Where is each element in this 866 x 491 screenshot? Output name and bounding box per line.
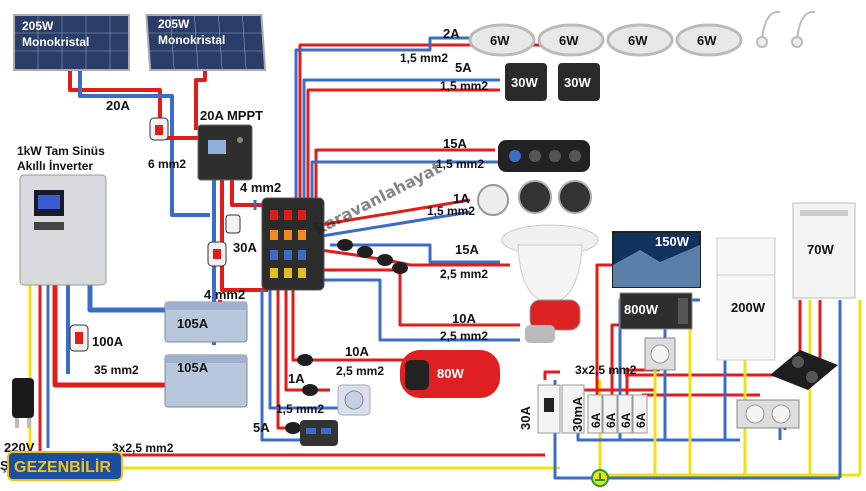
microwave bbox=[619, 292, 693, 330]
inverter-label-line2: Akıllı İnverter bbox=[17, 158, 93, 173]
boiler bbox=[792, 202, 856, 299]
solar-panel-2 bbox=[145, 14, 267, 71]
spot-3-label: 6W bbox=[628, 33, 648, 48]
spot-1-label: 6W bbox=[490, 33, 510, 48]
spot-4-label: 6W bbox=[697, 33, 717, 48]
solar-panel-1 bbox=[13, 14, 130, 71]
spot-2-label: 6W bbox=[559, 33, 579, 48]
batt-wire-label: 4 mm2 bbox=[204, 287, 245, 302]
microwave-label: 800W bbox=[624, 302, 659, 317]
usb-switch-panel bbox=[498, 140, 590, 172]
ac-branch-wire-label: 3x2,5 mm2 bbox=[575, 363, 637, 377]
toilet bbox=[501, 224, 599, 301]
outlet-single bbox=[644, 337, 676, 371]
mcb-1-label: 6A bbox=[589, 412, 603, 428]
flood-2-label: 30W bbox=[564, 75, 591, 90]
panel-2-label-line1: 205W bbox=[158, 17, 190, 31]
inline-fuse-mppt bbox=[225, 214, 241, 234]
usb-socket-current: 5A bbox=[253, 420, 270, 435]
mcb-group bbox=[587, 394, 648, 434]
heater-current: 10A bbox=[345, 344, 369, 359]
brand-logo-text: GEZENBİLİR bbox=[14, 458, 111, 476]
heater-wire: 2,5 mm2 bbox=[336, 364, 384, 378]
fridge-label: 200W bbox=[731, 300, 766, 315]
usb-panel-wire: 1,5 mm2 bbox=[436, 157, 484, 171]
inverter bbox=[19, 174, 107, 286]
usb-socket bbox=[300, 420, 338, 446]
mcb-4-label: 6A bbox=[634, 412, 648, 428]
rcd bbox=[561, 384, 585, 434]
pump-wire: 2,5 mm2 bbox=[440, 329, 488, 343]
cooktop bbox=[770, 350, 838, 390]
inv-fuse-label: 100A bbox=[92, 334, 124, 349]
fan-wire: 1,5 mm2 bbox=[276, 402, 324, 416]
battery-2 bbox=[164, 354, 248, 408]
panel-1-label-line2: Monokristal bbox=[22, 35, 89, 49]
flood-lights bbox=[505, 63, 600, 101]
brand-logo bbox=[7, 451, 123, 481]
mcb-3-label: 6A bbox=[619, 412, 633, 428]
fan-current: 1A bbox=[288, 371, 305, 386]
panel-1-label-line1: 205W bbox=[22, 19, 54, 33]
fan bbox=[337, 384, 371, 416]
spot-lights bbox=[468, 23, 743, 57]
boiler-label: 70W bbox=[807, 242, 834, 257]
outlet-double bbox=[736, 399, 800, 429]
breaker-30a-label: 30A bbox=[518, 406, 533, 430]
floods-current: 5A bbox=[455, 60, 472, 75]
wire-connectors bbox=[285, 239, 408, 434]
gauges-current: 1A bbox=[453, 191, 470, 206]
lights-current: 2A bbox=[443, 26, 460, 41]
inline-fuse-panel bbox=[149, 117, 169, 141]
rcd-label: 30mA bbox=[570, 396, 585, 432]
lights-wire: 1,5 mm2 bbox=[400, 51, 448, 65]
fridge bbox=[716, 237, 776, 361]
mcb-2-label: 6A bbox=[604, 412, 618, 428]
battery-1 bbox=[164, 301, 248, 343]
tv-label: 150W bbox=[655, 234, 690, 249]
inv-wire-label: 35 mm2 bbox=[94, 363, 139, 377]
tv bbox=[612, 231, 701, 288]
battery-2-label: 105A bbox=[177, 360, 209, 375]
ac-wire-label: 3x2,5 mm2 bbox=[112, 441, 174, 455]
usb-panel-current: 15A bbox=[443, 136, 467, 151]
panel-2-label-line2: Monokristal bbox=[158, 33, 225, 47]
breaker-main bbox=[537, 384, 561, 434]
mppt-wire-label: 4 mm2 bbox=[240, 180, 281, 195]
gauges-wire: 1,5 mm2 bbox=[427, 204, 475, 218]
reading-lamps bbox=[756, 10, 816, 48]
gauges bbox=[477, 180, 592, 216]
mppt-controller bbox=[197, 124, 253, 181]
inverter-label-line1: 1kW Tam Sinüs bbox=[17, 144, 105, 158]
toilet-wire: 2,5 mm2 bbox=[440, 267, 488, 281]
floods-wire: 1,5 mm2 bbox=[440, 79, 488, 93]
battery-1-label: 105A bbox=[177, 316, 209, 331]
fuse-30a-label: 30A bbox=[233, 240, 257, 255]
flood-1-label: 30W bbox=[511, 75, 538, 90]
toilet-current: 15A bbox=[455, 242, 479, 257]
pump-current: 10A bbox=[452, 311, 476, 326]
inline-fuse-30a bbox=[207, 241, 227, 267]
inline-fuse-100a bbox=[69, 324, 89, 352]
water-pump bbox=[525, 299, 581, 343]
panel-wire-label: 6 mm2 bbox=[148, 157, 186, 171]
panel-current-label: 20A bbox=[106, 98, 130, 113]
heater-power: 80W bbox=[437, 366, 464, 381]
diesel-heater bbox=[400, 350, 500, 398]
fuse-box bbox=[261, 197, 325, 291]
plug bbox=[12, 378, 34, 428]
mppt-label: 20A MPPT bbox=[200, 108, 263, 123]
ground-symbol bbox=[591, 469, 609, 487]
